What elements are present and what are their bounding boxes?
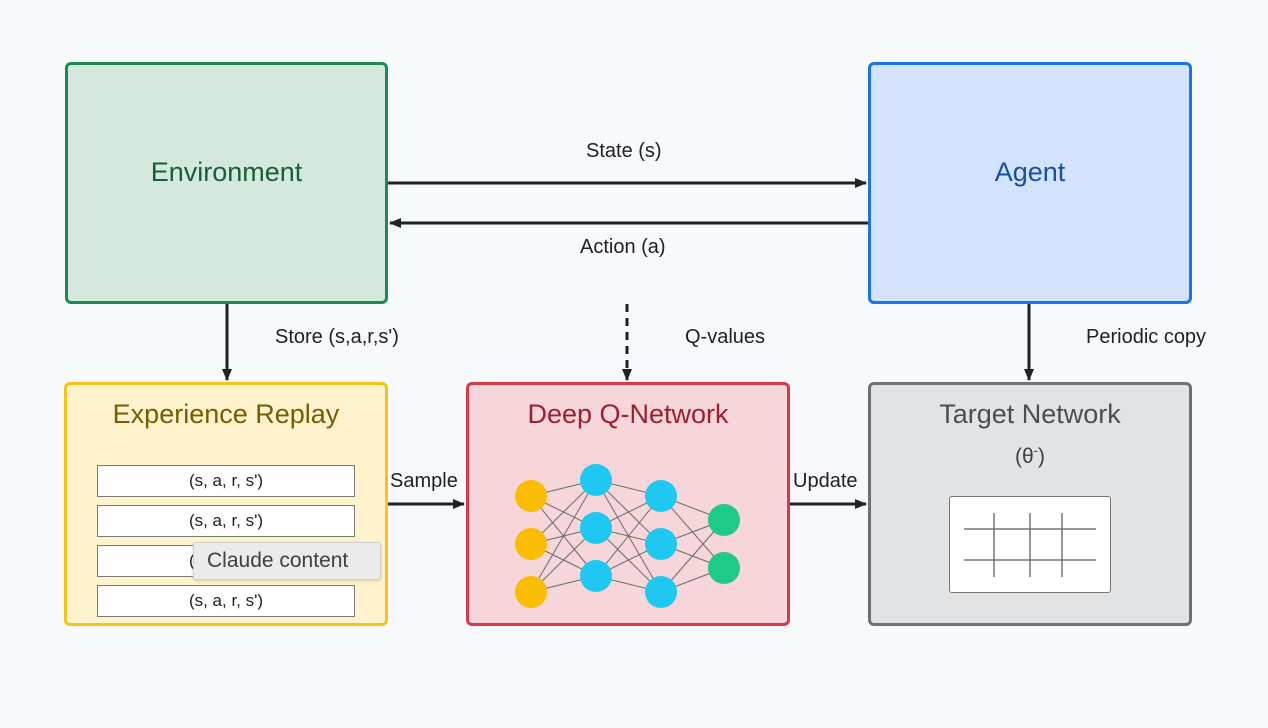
environment-node: Environment (65, 62, 388, 304)
deep-q-network-node: Deep Q-Network (466, 382, 790, 626)
state-label: State (s) (586, 140, 662, 162)
memory-row: (s, a, r, s') (97, 505, 355, 537)
hidden-layer-1 (580, 464, 612, 592)
output-layer (708, 504, 740, 584)
environment-label: Environment (150, 157, 303, 187)
q-values-label: Q-values (685, 326, 766, 348)
periodic-copy-label: Periodic copy (1086, 326, 1207, 348)
agent-label: Agent (994, 157, 1066, 187)
input-layer (515, 480, 547, 608)
experience-replay-label: Experience Replay (112, 399, 340, 429)
store-label: Store (s,a,r,s') (275, 326, 399, 348)
agent-node: Agent (868, 62, 1192, 304)
sample-label: Sample (390, 470, 458, 492)
target-network-params: (θ-) (1014, 443, 1046, 468)
experience-replay-node: Experience Replay (s, a, r, s') (s, a, r… (64, 382, 388, 626)
target-network-label: Target Network (939, 399, 1121, 429)
memory-row: (s, a, r, s') (97, 585, 355, 617)
neural-network-icon (515, 464, 740, 608)
action-label: Action (a) (580, 236, 666, 258)
hidden-layer-2 (645, 480, 677, 608)
tooltip: Claude content (193, 542, 381, 580)
memory-row: (s, a, r, s') (97, 465, 355, 497)
deep-q-network-label: Deep Q-Network (527, 399, 729, 429)
weights-table-icon (949, 496, 1111, 593)
update-label: Update (793, 470, 858, 492)
